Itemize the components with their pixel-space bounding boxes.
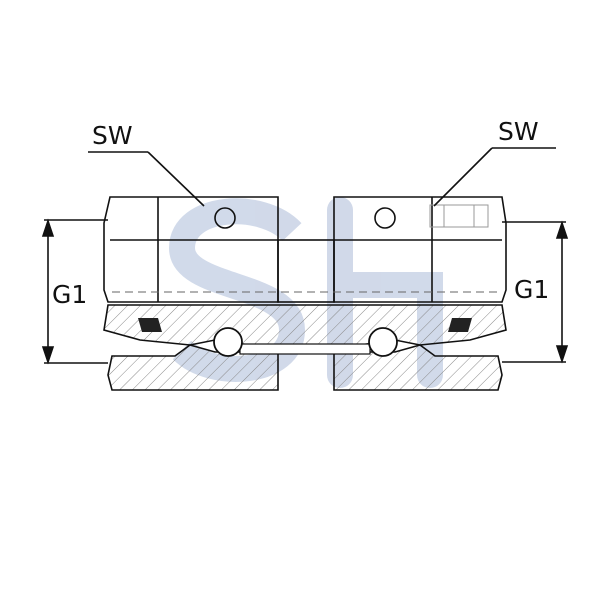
- sw-leaders: [88, 147, 556, 207]
- ball-left: [213, 327, 243, 357]
- ball-right: [368, 327, 398, 357]
- g1-label-left: G1: [52, 280, 87, 309]
- hole-right: [374, 207, 396, 229]
- g1-dimensions: [41, 218, 569, 365]
- hole-left: [214, 207, 236, 229]
- bore-gap: [239, 343, 371, 355]
- section-lower-right: [333, 344, 503, 391]
- sw-label-left: SW: [92, 121, 133, 150]
- center-body: [277, 239, 335, 303]
- g1-label-right: G1: [514, 275, 549, 304]
- sw-label-right: SW: [498, 117, 539, 146]
- section-upper: [103, 304, 507, 346]
- seal-left: [138, 318, 162, 332]
- bolt-sketch: [429, 204, 489, 228]
- seal-right: [448, 318, 472, 332]
- left-nut: [103, 196, 279, 303]
